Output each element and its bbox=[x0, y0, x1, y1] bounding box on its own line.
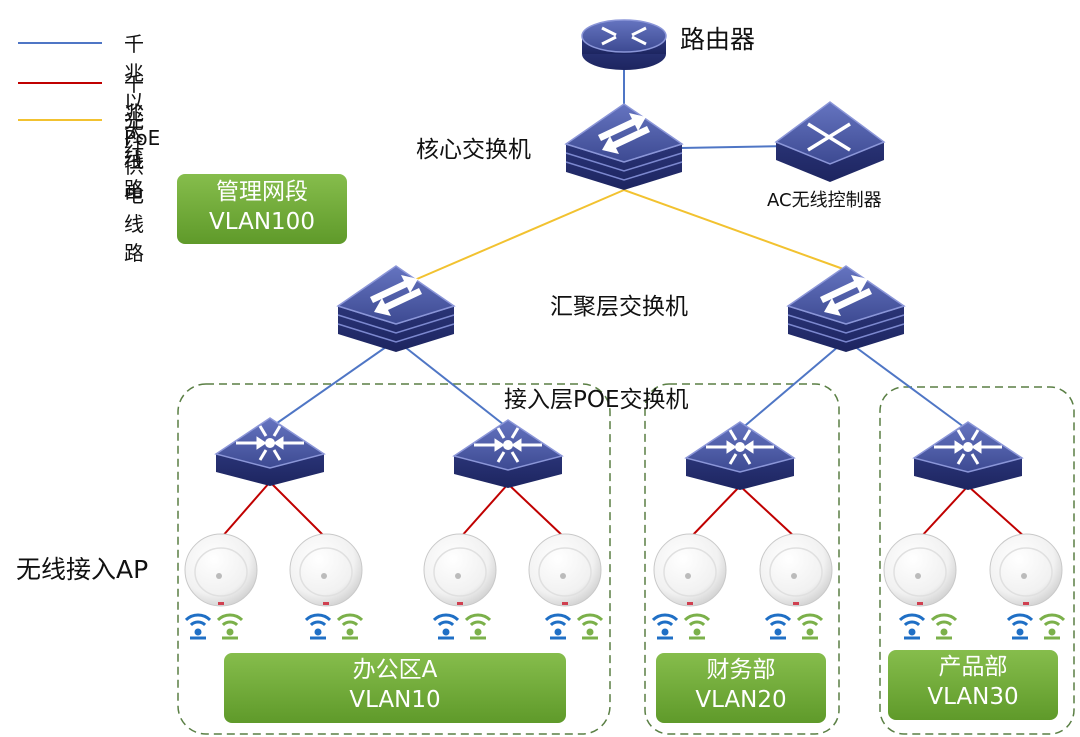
vlan-id: VLAN30 bbox=[927, 684, 1019, 710]
ap-1 bbox=[184, 533, 258, 607]
vlan-name: 财务部 bbox=[706, 657, 776, 683]
ap-3 bbox=[423, 533, 497, 607]
router-label: 路由器 bbox=[680, 25, 756, 54]
legend-label: 千兆PoE供电线路 bbox=[124, 72, 161, 265]
wireless-ap-label: 无线接入AP bbox=[16, 555, 149, 584]
vlan-name: 产品部 bbox=[938, 654, 1008, 680]
aggregation-label: 汇聚层交换机 bbox=[550, 294, 688, 320]
vlan-id: VLAN20 bbox=[695, 687, 787, 713]
office-vlan-box: 办公区A VLAN10 bbox=[224, 653, 566, 723]
finance-vlan-box: 财务部 VLAN20 bbox=[656, 653, 826, 723]
region-finance bbox=[644, 383, 840, 735]
region-product bbox=[879, 386, 1075, 735]
management-vlan-box: 管理网段 VLAN100 bbox=[177, 174, 347, 244]
ap-4 bbox=[528, 533, 602, 607]
vlan-id: VLAN100 bbox=[209, 209, 315, 235]
vlan-regions bbox=[177, 383, 1075, 735]
core-switch-label: 核心交换机 bbox=[416, 137, 531, 163]
ac-controller-label: AC无线控制器 bbox=[767, 190, 882, 211]
aggregation-switch-right bbox=[787, 265, 905, 353]
vlan-id: VLAN10 bbox=[349, 687, 441, 713]
link-lines bbox=[220, 66, 1027, 539]
fiber-line-swatch bbox=[18, 119, 102, 121]
ap-8 bbox=[989, 533, 1063, 607]
legend-label: 千兆以太线路 bbox=[124, 32, 144, 201]
core-switch-device bbox=[565, 103, 683, 191]
vlan-name: 办公区A bbox=[352, 657, 438, 683]
legend-label: 光纤 bbox=[124, 109, 144, 162]
ap-6 bbox=[759, 533, 833, 607]
access-switch-2 bbox=[452, 418, 564, 490]
ethernet-line-swatch bbox=[18, 42, 102, 44]
access-poe-label: 接入层POE交换机 bbox=[504, 387, 689, 413]
ac-controller-device bbox=[774, 101, 886, 182]
region-office bbox=[177, 383, 611, 735]
vlan-name: 管理网段 bbox=[216, 179, 308, 205]
wifi-signal-icons bbox=[184, 606, 1066, 640]
access-switch-3 bbox=[684, 420, 796, 492]
access-switch-4 bbox=[912, 420, 1024, 492]
product-vlan-box: 产品部 VLAN30 bbox=[888, 650, 1058, 720]
aggregation-switch-left bbox=[337, 265, 455, 353]
poe-line-swatch bbox=[18, 82, 102, 84]
access-points bbox=[184, 533, 1063, 607]
ap-7 bbox=[883, 533, 957, 607]
access-switch-1 bbox=[214, 416, 326, 488]
ap-5 bbox=[653, 533, 727, 607]
router-device bbox=[581, 19, 667, 70]
ap-2 bbox=[289, 533, 363, 607]
